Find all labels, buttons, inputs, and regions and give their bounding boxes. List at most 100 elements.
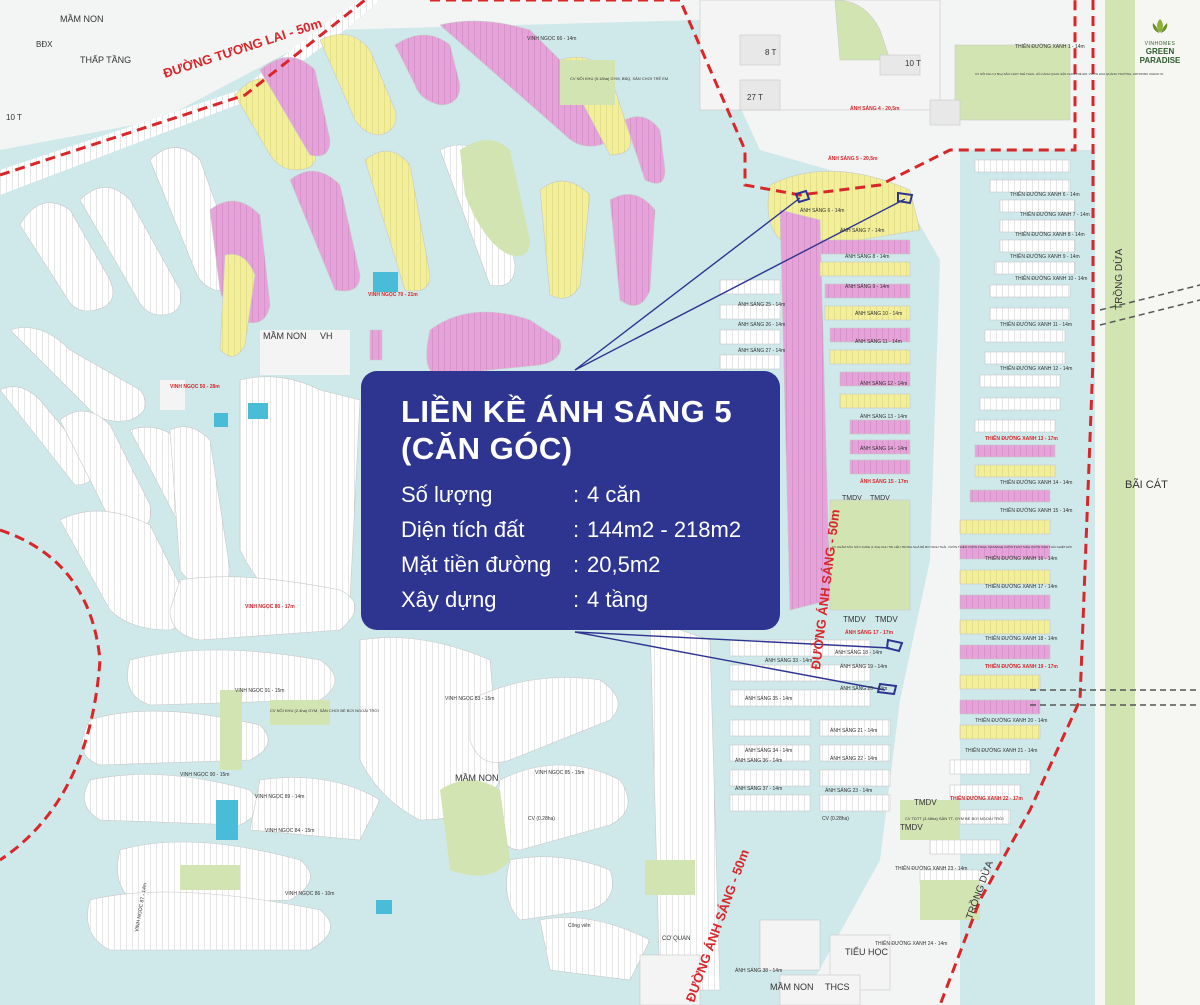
- info-row-floors: Xây dựng : 4 tầng: [401, 582, 758, 617]
- project-boundary: [0, 0, 1095, 1005]
- label-as-8: ÁNH SÁNG 8 - 14m: [845, 253, 889, 260]
- card-pointer-lines: [574, 197, 906, 691]
- label-tieu-hoc: TIỂU HỌC: [845, 946, 889, 957]
- info-value: 144m2 - 218m2: [587, 517, 742, 542]
- brand-line1: GREEN: [1145, 47, 1175, 56]
- label-vinh-ngoc-50: VINH NGỌC 50 - 28m: [170, 384, 220, 390]
- label-as-9: ÁNH SÁNG 9 - 14m: [845, 283, 889, 290]
- label-10t-b: 10 T: [905, 59, 921, 68]
- label-bai-cat: BÃI CÁT: [1125, 478, 1168, 491]
- label-trong-dua-1: TRỒNG DỪA: [1112, 248, 1125, 310]
- label-tdx-9: THIÊN ĐƯỜNG XANH 9 - 14m: [1010, 252, 1080, 260]
- label-tdx-6: THIÊN ĐƯỜNG XANH 6 - 14m: [1010, 190, 1080, 198]
- label-as-23: ÁNH SÁNG 23 - 14m: [825, 787, 872, 794]
- info-rows: Số lượng : 4 căn Diện tích đất : 144m2 -…: [401, 477, 758, 617]
- label-as-33: ÁNH SÁNG 33 - 14m: [765, 657, 812, 664]
- label-cv-the-thao: CV NỘI KHU (1.5ha) SÂN CHƠI THỂ THAO, HỒ…: [975, 71, 1163, 76]
- label-tdx-23: THIÊN ĐƯỜNG XANH 23 - 14m: [895, 864, 967, 872]
- label-as-21: ÁNH SÁNG 21 - 14m: [830, 727, 877, 734]
- label-tmdv-1: TMDV: [842, 495, 862, 502]
- label-tdx-8: THIÊN ĐƯỜNG XANH 8 - 14m: [1015, 230, 1085, 238]
- label-27t: 27 T: [747, 93, 763, 102]
- label-as-26: ÁNH SÁNG 26 - 14m: [738, 321, 785, 328]
- label-tdx-22: THIÊN ĐƯỜNG XANH 22 - 17m: [950, 794, 1023, 802]
- label-tdx-17: THIÊN ĐƯỜNG XANH 17 - 14m: [985, 582, 1057, 590]
- label-vh: VH: [320, 331, 333, 341]
- card-title-line2: (CĂN GÓC): [401, 431, 573, 466]
- info-value: 20,5m2: [587, 552, 661, 577]
- label-tmdv-2: TMDV: [870, 495, 890, 502]
- nw-blocks: [0, 147, 241, 547]
- label-as-19: ÁNH SÁNG 19 - 14m: [840, 663, 887, 670]
- label-as-7: ÁNH SÁNG 7 - 14m: [840, 227, 884, 234]
- label-cv-noi-khu-1: CV NỘI KHU (5.18ha) GYM, BBQ, SÂN CHƠI T…: [570, 76, 668, 81]
- info-separator: :: [573, 587, 580, 612]
- anh-sang-zone: [719, 170, 921, 812]
- label-as-22: ÁNH SÁNG 22 - 14m: [830, 755, 877, 762]
- leaf-logo-icon: [1152, 19, 1168, 33]
- label-as-36: ÁNH SÁNG 36 - 14m: [735, 757, 782, 764]
- label-as-37: ÁNH SÁNG 37 - 14m: [735, 785, 782, 792]
- label-10t-a: 10 T: [6, 113, 22, 122]
- label-8t: 8 T: [765, 48, 777, 57]
- label-as-34: ÁNH SÁNG 34 - 14m: [745, 747, 792, 754]
- info-value: 4 tầng: [587, 587, 649, 612]
- ne-blocks: [699, 0, 1071, 126]
- brand-line2: PARADISE: [1139, 56, 1181, 65]
- label-as-5: ÁNH SÁNG 5 - 20,5m: [828, 155, 878, 162]
- label-vinh-ngoc-70: VINH NGỌC 70 - 21m: [368, 292, 418, 298]
- label-tmdv-5: TMDV: [914, 798, 937, 807]
- label-cv-tdtt: CV TDTT (3.48ha) SÂN TT, GYM BỂ BƠI NGOÀ…: [905, 816, 1004, 821]
- label-cv-small-2: CV (0.28ha): [822, 816, 849, 822]
- label-cv-small-1: CV (0.28ha): [528, 816, 555, 822]
- label-vinh-ngoc-84: VINH NGỌC 84 - 15m: [265, 828, 314, 834]
- label-as-13: ÁNH SÁNG 13 - 14m: [860, 413, 907, 420]
- info-label: Số lượng: [401, 482, 493, 507]
- label-co-quan: CƠ QUAN: [662, 936, 690, 942]
- label-vinh-ngoc-85: VINH NGỌC 85 - 15m: [535, 770, 584, 776]
- label-thap-tang: THẤP TẦNG: [80, 55, 131, 65]
- south-buildings: [639, 919, 891, 1005]
- info-label: Diện tích đất: [401, 517, 525, 542]
- green-coast-strip: [1105, 0, 1135, 1005]
- info-separator: :: [573, 482, 580, 507]
- highlighted-corner-units: [794, 189, 914, 696]
- label-vinh-ngoc-66: VINH NGỌC 66 - 14m: [527, 36, 576, 42]
- label-vinh-ngoc-89: VINH NGỌC 89 - 14m: [255, 794, 304, 800]
- label-tdx-11: THIÊN ĐƯỜNG XANH 11 - 14m: [1000, 320, 1072, 328]
- label-tdx-15: THIÊN ĐƯỜNG XANH 15 - 14m: [1000, 506, 1072, 514]
- label-as-27: ÁNH SÁNG 27 - 14m: [738, 347, 785, 354]
- label-as-15: ÁNH SÁNG 15 - 17m: [860, 478, 909, 485]
- info-separator: :: [573, 517, 580, 542]
- east-dashed-lines: [1030, 284, 1200, 706]
- label-as-14: ÁNH SÁNG 14 - 14m: [860, 445, 907, 452]
- label-tdx-10: THIÊN ĐƯỜNG XANH 10 - 14m: [1015, 274, 1087, 282]
- label-mam-non-1: MẦM NON: [60, 14, 104, 24]
- label-cv-cham-soc: CV CHĂM SÓC SỨC KHỎE (1.3ha) KHU TRỊ LIỆ…: [832, 544, 1072, 549]
- label-tmdv-6: TMDV: [900, 823, 923, 832]
- info-value: 4 căn: [587, 482, 641, 507]
- label-as-10: ÁNH SÁNG 10 - 14m: [855, 310, 902, 317]
- label-mam-non-4: MẦM NON: [770, 982, 814, 992]
- info-row-frontage: Mặt tiền đường : 20,5m2: [401, 547, 758, 582]
- info-label: Mặt tiền đường: [401, 552, 552, 577]
- label-vinh-ngoc-83: VINH NGỌC 83 - 15m: [445, 696, 494, 702]
- label-as-18: ÁNH SÁNG 18 - 14m: [835, 649, 882, 656]
- label-as-11: ÁNH SÁNG 11 - 14m: [855, 338, 902, 345]
- center-south-blocks: [359, 619, 721, 991]
- label-mam-non-2: MẦM NON: [263, 331, 307, 341]
- label-tdx-14: THIÊN ĐƯỜNG XANH 14 - 14m: [1000, 478, 1072, 486]
- label-tdx-1: THIÊN ĐƯỜNG XANH 1 - 14m: [1015, 42, 1085, 50]
- label-as-38: ÁNH SÁNG 38 - 14m: [735, 967, 782, 974]
- blue-plots: [214, 272, 398, 914]
- label-tdx-20: THIÊN ĐƯỜNG XANH 20 - 14m: [975, 716, 1047, 724]
- info-card: LIỀN KỀ ÁNH SÁNG 5 (CĂN GÓC) Số lượng : …: [361, 371, 780, 630]
- label-thcs: THCS: [825, 982, 850, 992]
- label-bdx: BĐX: [36, 40, 53, 49]
- label-vinh-ngoc-90: VINH NGỌC 90 - 15m: [180, 772, 229, 778]
- info-separator: :: [573, 552, 580, 577]
- label-tmdv-4: TMDV: [875, 615, 898, 624]
- label-tdx-19: THIÊN ĐƯỜNG XANH 19 - 17m: [985, 662, 1058, 670]
